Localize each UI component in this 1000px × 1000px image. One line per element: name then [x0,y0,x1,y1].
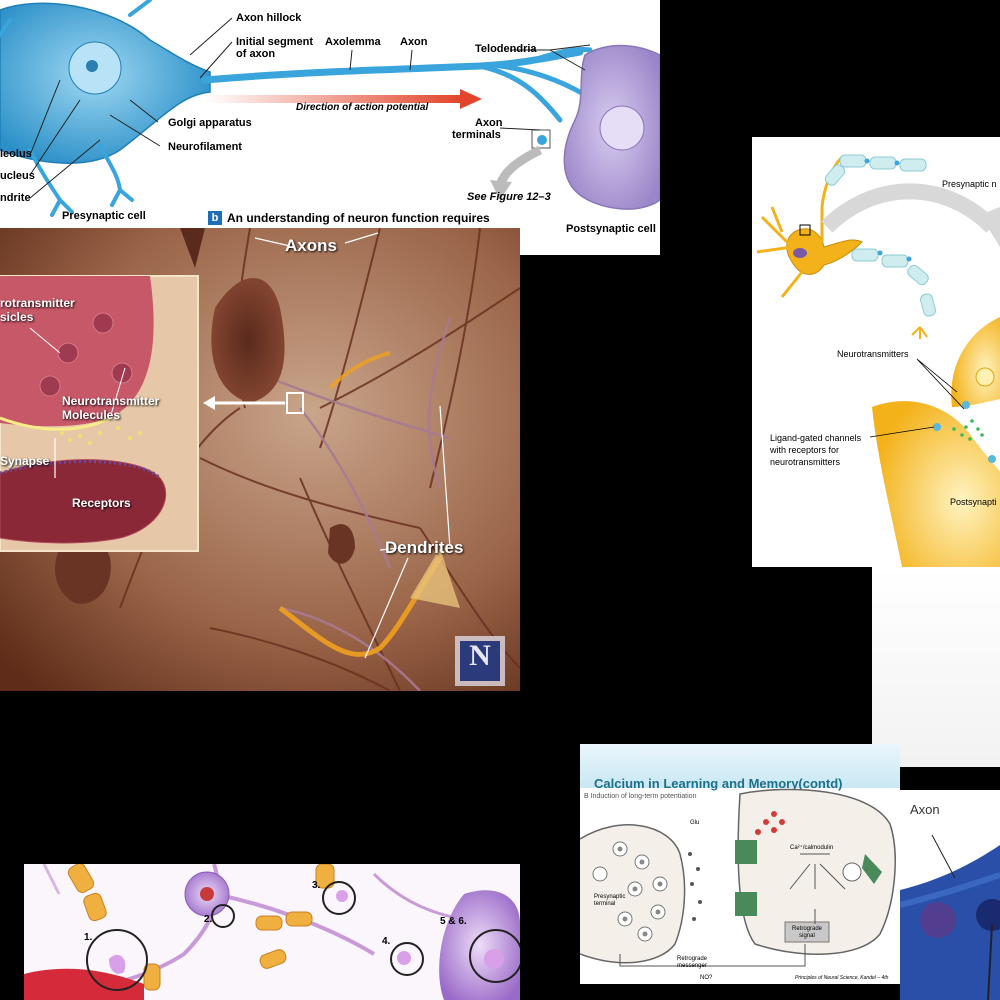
axon-partial-illustration [900,834,1000,1000]
label-presynaptic: Presynaptic n [942,179,997,189]
axon-partial-figure: Axon [900,790,1000,1000]
label-nt-molecules-2: Molecules [62,408,121,422]
step-5-6-label: 5 & 6. [440,916,467,927]
slide-title: Calcium in Learning and Memory(contd) [594,776,843,791]
label-dendrites: Dendrites [385,538,464,557]
caption-text: An understanding of neuron function requ… [227,211,490,225]
logo-letter: N [469,639,491,672]
label-axons: Axons [285,236,337,255]
label-axolemma: Axolemma [325,36,381,48]
label-axon-terminals: Axon [475,117,503,129]
step-4-label: 4. [382,936,391,947]
label-initial-segment-2: of axon [236,48,276,60]
caption-badge: b [208,211,222,225]
label-camkii: Ca²⁺/calmodulin [790,845,834,851]
label-neurotransmitters: Neurotransmitters [837,349,909,359]
neuron-3d-illustration [0,228,520,691]
label-golgi: Golgi apparatus [168,117,252,129]
label-retrograde-signal: Retrograde signal [791,926,823,939]
label-see-figure: See Figure 12–3 [467,191,551,203]
label-axon-partial: Axon [910,802,940,817]
label-ligand-2: with receptors for [770,445,840,455]
label-receptors: Receptors [72,496,131,510]
label-nucleolus: leolus [0,148,32,160]
slide-header-band [580,744,900,788]
label-ligand-3: neurotransmitters [770,457,841,467]
ltp-diagram [580,788,896,967]
label-retrograde-messenger: Retrograde messenger [676,956,708,969]
synapse-diagram-figure: Presynaptic n Neurotransmitters Ligand-g… [752,137,1000,567]
label-nos: NO? [700,975,713,981]
label-initial-segment: Initial segment [236,36,314,48]
label-synapse: Synapse [0,454,50,468]
label-axon-hillock: Axon hillock [236,12,302,24]
label-dendrite: ndrite [0,192,31,204]
label-nucleus: ucleus [0,170,35,182]
slide-credit: Principles of Neural Science, Kandel – 4… [795,975,889,981]
label-postsynaptic-cell: Postsynaptic cell [566,223,656,235]
step-1-label: 1. [84,932,93,943]
synapse-diagram-illustration [756,154,1000,567]
logo-mark [460,641,500,681]
label-neurofilament: Neurofilament [168,141,242,153]
synapse-steps-illustration [24,864,520,1000]
label-telodendria: Telodendria [475,43,537,55]
calcium-slide: Calcium in Learning and Memory(contd) B … [580,744,900,984]
synapse-steps-figure: 1. 2. 3. 4. 5 & 6. [24,864,520,1000]
label-glu: Glu [690,820,700,826]
neuron-3d-figure: Axons rotransmitter sicles Neurotransmit… [0,228,520,691]
label-axon: Axon [400,36,428,48]
faded-background-panel [872,567,1000,767]
slide-subtitle: B Induction of long-term potentiation [584,793,697,800]
label-presynaptic-terminal: Presynaptic terminal [594,894,626,907]
label-postsynaptic: Postsynapti [950,497,997,507]
label-nt-molecules: Neurotransmitter [62,394,160,408]
label-presynaptic-cell: Presynaptic cell [62,210,146,222]
label-nt-vesicles-2: sicles [0,310,34,324]
label-ligand-1: Ligand-gated channels [770,433,862,443]
label-axon-terminals-2: terminals [452,129,501,141]
step-2-label: 2. [204,914,213,925]
step-3-label: 3. [312,880,321,891]
neuron-anatomy-figure: Axon hillock Initial segment of axon Axo… [0,0,660,255]
label-nt-vesicles: rotransmitter [0,296,75,310]
neuron-anatomy-illustration [0,0,660,217]
label-direction: Direction of action potential [296,102,429,113]
